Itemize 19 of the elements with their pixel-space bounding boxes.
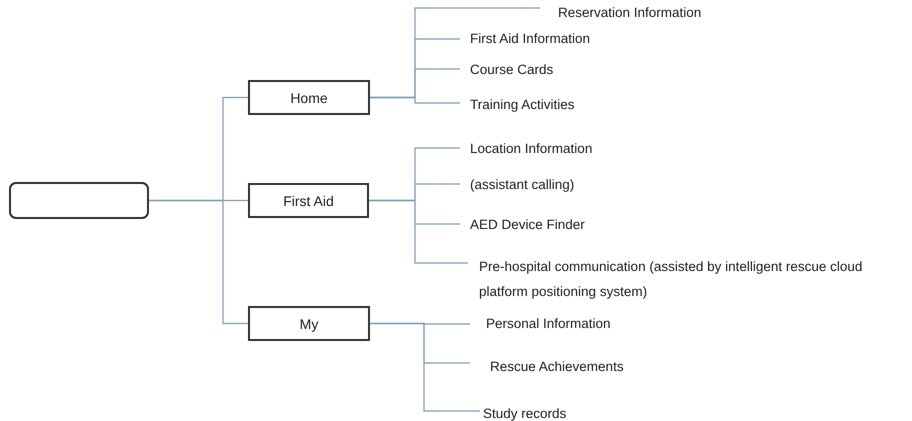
feature-label: Location Information: [460, 139, 660, 159]
feature-label: Personal Information: [470, 314, 670, 334]
menu-box: First Aid: [248, 183, 369, 218]
connector-line: [369, 200, 468, 264]
feature-label: First Aid Information: [460, 29, 660, 49]
feature-label: Pre-hospital communication (assisted by intelligent rescue cloud platform positioning system): [468, 254, 904, 304]
feature-label: AED Device Finder: [460, 215, 660, 235]
feature-label: Course Cards: [460, 60, 660, 80]
connector-line: [149, 200, 248, 324]
feature-label: Reservation Information: [540, 3, 770, 23]
feature-label: Training Activities: [460, 95, 660, 115]
feature-label: Study records: [480, 404, 680, 421]
feature-label: Rescue Achievements: [470, 357, 670, 377]
connector-line: [370, 96, 460, 104]
feature-label: (assistant calling): [460, 175, 660, 195]
rounded-box: [9, 182, 149, 219]
connector-line: [370, 322, 480, 412]
menu-box: My: [248, 306, 370, 341]
menu-box: Home: [248, 80, 370, 115]
